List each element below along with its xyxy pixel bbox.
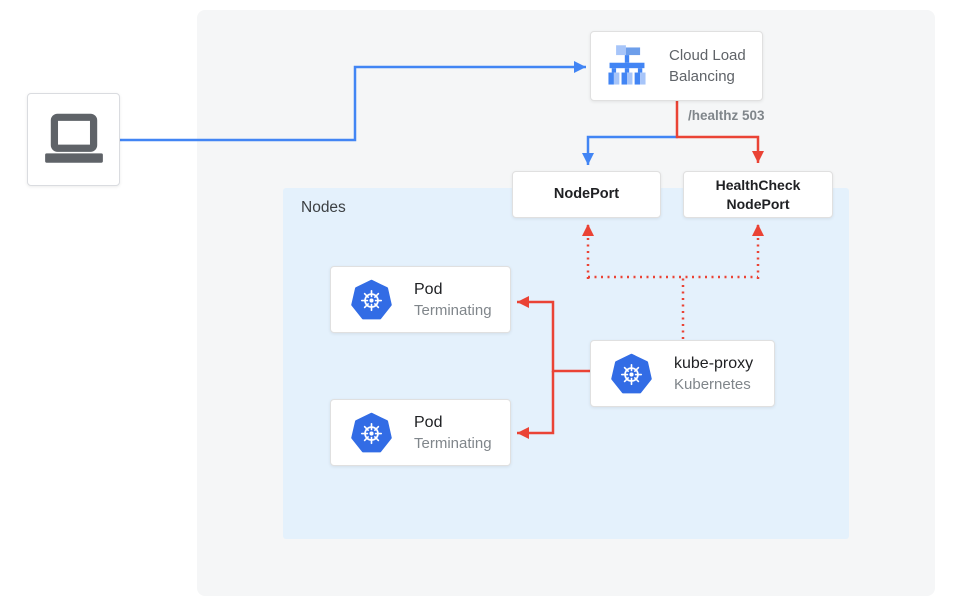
pod-title: Pod — [414, 280, 443, 298]
client-box — [27, 93, 120, 186]
kubernetes-icon — [351, 412, 392, 453]
pod-box: Pod Terminating — [330, 266, 511, 333]
kubernetes-icon — [611, 353, 652, 394]
healthcheck-nodeport-box: HealthCheck NodePort — [683, 171, 833, 218]
kube-proxy-box: kube-proxy Kubernetes — [590, 340, 775, 407]
cloud-load-balancing-box: Cloud Load Balancing — [590, 31, 763, 101]
pod-box: Pod Terminating — [330, 399, 511, 466]
pod-status: Terminating — [414, 434, 492, 452]
nodeport-box: NodePort — [512, 171, 661, 218]
pod-labels: Pod Terminating — [414, 279, 492, 321]
pod-status: Terminating — [414, 301, 492, 319]
nodes-panel-label: Nodes — [301, 199, 346, 216]
kubernetes-icon — [351, 279, 392, 320]
cloud-load-balancing-label: Cloud Load Balancing — [669, 47, 746, 85]
nodeport-label: NodePort — [553, 186, 620, 202]
cloud-load-balancing-icon — [603, 44, 651, 88]
kube-proxy-subtitle: Kubernetes — [674, 375, 751, 393]
kube-proxy-labels: kube-proxy Kubernetes — [674, 353, 753, 395]
pod-title: Pod — [414, 413, 443, 431]
kube-proxy-title: kube-proxy — [674, 354, 754, 372]
pod-labels: Pod Terminating — [414, 412, 492, 454]
healthcheck-nodeport-label: HealthCheck NodePort — [715, 176, 801, 212]
laptop-icon — [41, 112, 107, 168]
healthz-status-label: /healthz 503 — [688, 108, 765, 123]
